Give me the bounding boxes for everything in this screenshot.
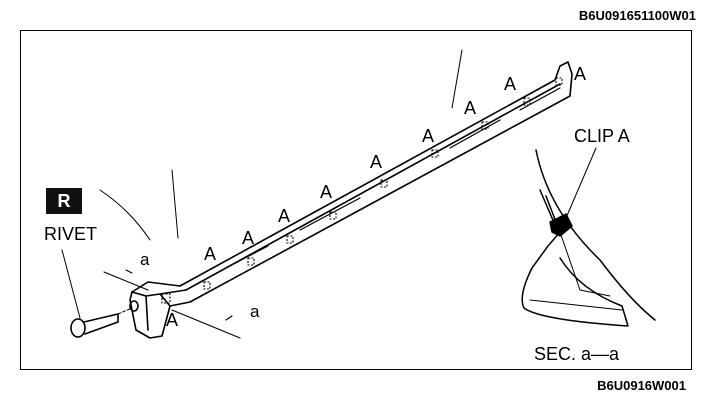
clip-position-label: A [204, 244, 217, 264]
clip-a-label: CLIP A [574, 126, 630, 146]
clip-marker [203, 281, 211, 290]
clip-marker [523, 97, 531, 106]
clip-marker [286, 235, 294, 244]
figure-code-top: B6U091651100W01 [578, 8, 696, 23]
rivet-shank [83, 313, 119, 335]
section-label: SEC. a—a [534, 344, 620, 364]
rivet-label: RIVET [44, 224, 98, 244]
section-body-panel [535, 149, 656, 321]
clip-position-label: A [504, 74, 517, 94]
r-badge: R [46, 188, 82, 214]
diagram-frame [20, 30, 692, 370]
rivet-hole-marker [161, 293, 171, 304]
clip-position-label: A [242, 228, 255, 248]
clip-marker [247, 257, 255, 266]
clip-marker [380, 179, 388, 188]
section-cut-line [103, 271, 241, 339]
clip-position-label: A [370, 152, 383, 172]
clip-marker [431, 149, 439, 158]
section-molding-profile [521, 189, 629, 327]
rivet-head [70, 318, 86, 338]
clip-leader [565, 147, 597, 219]
molding-outline [129, 61, 573, 339]
clip-position-label: A [320, 182, 333, 202]
clip-marker [555, 77, 563, 86]
clip-position-label: A [166, 310, 179, 330]
clip-position-label: A [464, 98, 477, 118]
section-cut-label: a [140, 250, 150, 269]
clip-marker [481, 121, 489, 130]
clip-a-shape [549, 213, 573, 237]
rivet-leader [61, 249, 81, 319]
clip-position-label: A [278, 206, 291, 226]
section-cut-label: a [250, 302, 260, 321]
clip-marker [329, 211, 337, 220]
clip-position-label: A [422, 126, 435, 146]
figure-code-bottom: B6U0916W001 [597, 378, 686, 393]
clip-position-label: A [574, 64, 587, 84]
